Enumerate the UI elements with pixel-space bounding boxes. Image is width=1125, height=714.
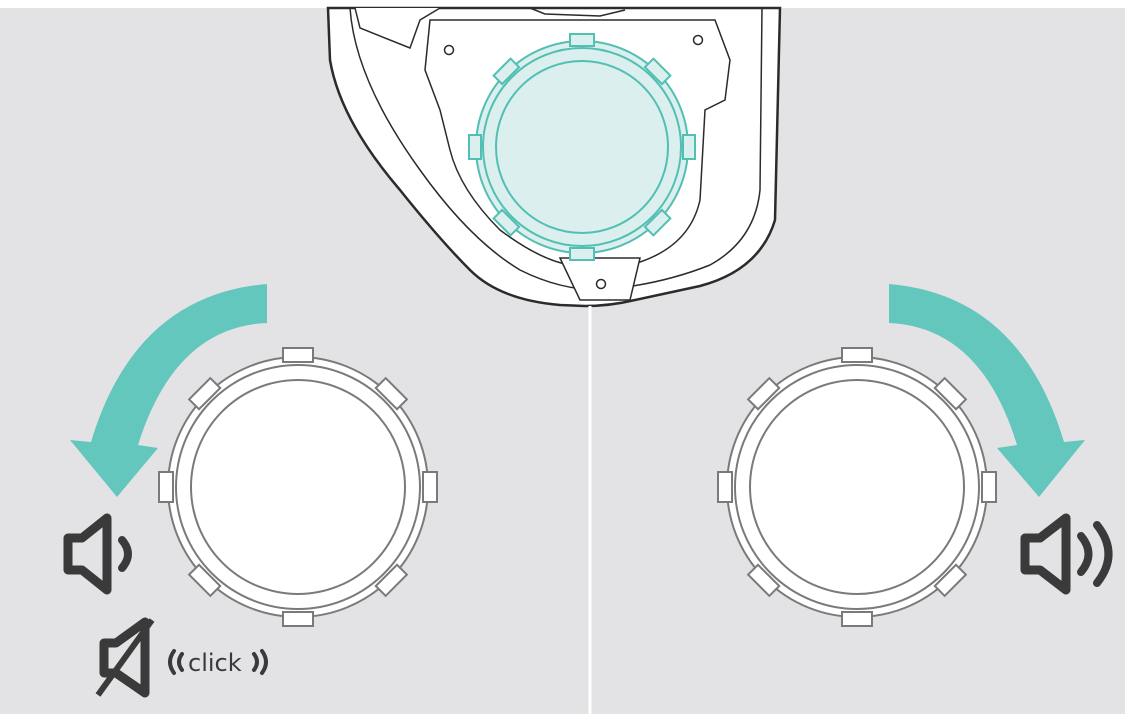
- click-indicator: [168, 649, 268, 675]
- speaker-mute-icon: [95, 617, 155, 698]
- click-label: click: [188, 649, 242, 677]
- rotate-counterclockwise-arrow: [70, 284, 267, 497]
- speaker-low-icon: [63, 513, 132, 595]
- headset-volume-knob: [468, 33, 696, 261]
- left-volume-knob: [158, 347, 438, 627]
- rotate-clockwise-arrow: [889, 284, 1085, 497]
- speaker-high-icon: [1020, 513, 1113, 595]
- right-volume-knob: [717, 347, 997, 627]
